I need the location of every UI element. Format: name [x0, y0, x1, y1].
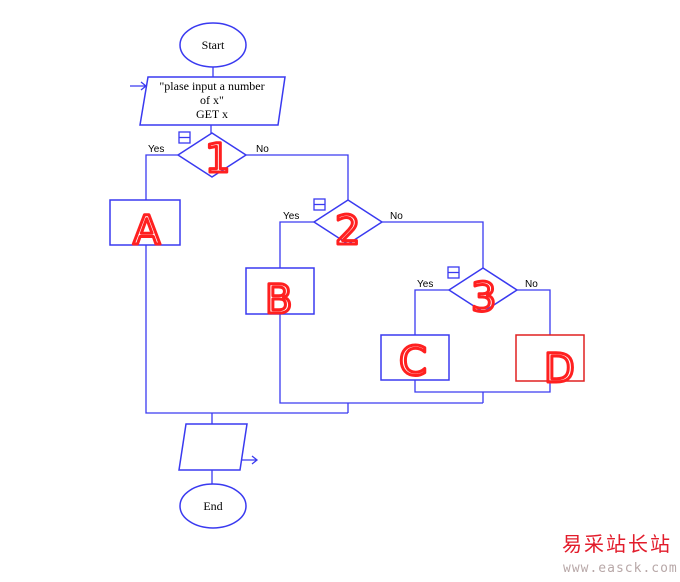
watermark-url: www.easck.com: [563, 561, 678, 576]
decision-2-label: 2: [335, 208, 360, 254]
process-c-label: C: [399, 339, 427, 385]
yes-label: Yes: [148, 144, 164, 155]
input-line-2: of x": [200, 93, 224, 107]
input-line-1: "plase input a number: [159, 79, 264, 93]
end-label: End: [203, 499, 222, 513]
collapse-icon[interactable]: [447, 266, 460, 279]
process-a[interactable]: A: [109, 199, 181, 256]
yes-label: Yes: [283, 211, 299, 222]
output-block[interactable]: [178, 423, 248, 471]
process-a-label: A: [133, 208, 161, 254]
process-b-label: B: [265, 277, 292, 323]
start-terminal[interactable]: Start: [179, 22, 247, 68]
process-b[interactable]: B: [245, 267, 315, 325]
input-block[interactable]: "plase input a number of x" GET x: [139, 76, 286, 126]
process-c[interactable]: C: [380, 334, 450, 387]
no-label: No: [390, 211, 403, 222]
input-line-3: GET x: [196, 107, 228, 121]
collapse-icon[interactable]: [178, 131, 191, 144]
process-d[interactable]: D: [515, 334, 585, 394]
no-label: No: [256, 144, 269, 155]
connectors: [130, 67, 551, 484]
collapse-icon[interactable]: [313, 198, 326, 211]
decision-1[interactable]: 1 Yes No: [148, 131, 269, 184]
no-label: No: [525, 279, 538, 290]
process-d-label: D: [544, 346, 575, 392]
yes-label: Yes: [417, 279, 433, 290]
decision-1-label: 1: [205, 136, 230, 182]
watermark-name: 易采站长站: [562, 532, 672, 556]
end-terminal[interactable]: End: [179, 483, 247, 529]
decision-2[interactable]: 2 Yes No: [283, 198, 403, 256]
decision-3-label: 3: [471, 275, 496, 321]
start-label: Start: [202, 38, 225, 52]
decision-3[interactable]: 3 Yes No: [417, 266, 538, 323]
